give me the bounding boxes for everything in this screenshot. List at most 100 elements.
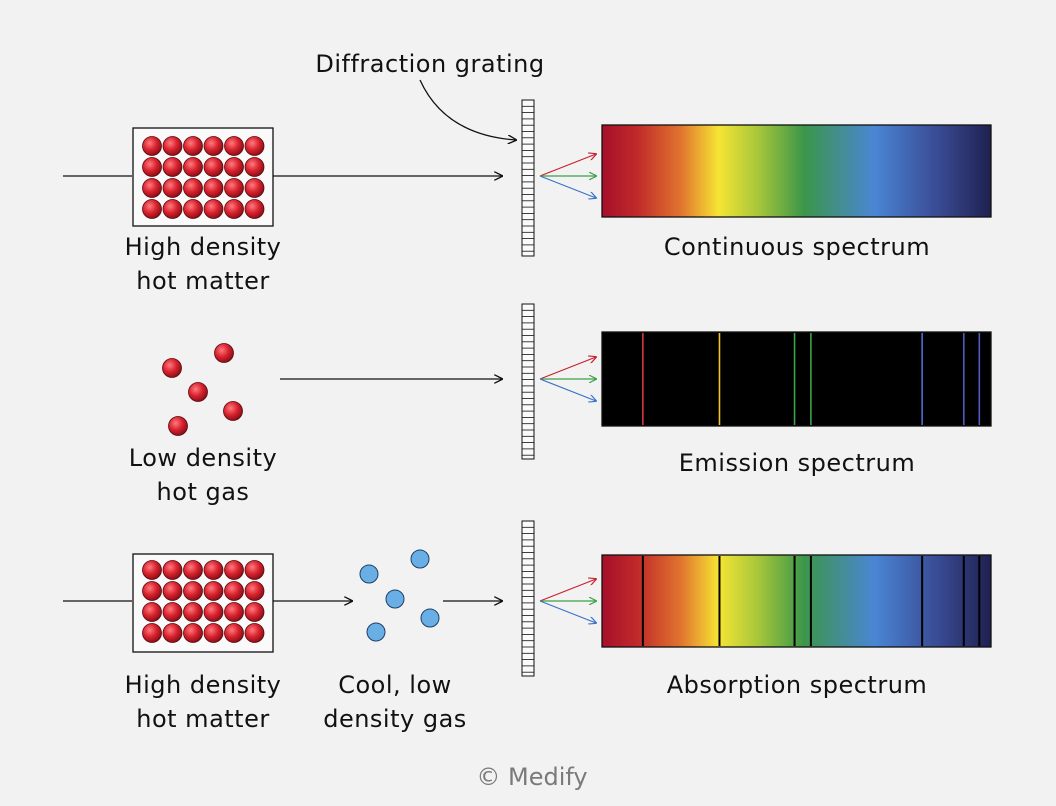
diffraction-grating [521, 303, 535, 460]
hot-particle [244, 581, 265, 601]
spectrum-label: Continuous spectrum [664, 233, 930, 261]
source-label-line1: Low density [129, 444, 277, 472]
source-label-line2: hot gas [157, 478, 250, 506]
dispersed-rays [539, 579, 596, 623]
hot-particle [224, 136, 244, 156]
red-ray [539, 357, 596, 380]
hot-particle [244, 602, 265, 622]
hot-particle [203, 178, 224, 198]
absorption-spectrum-bar [601, 554, 992, 648]
hot-particle [203, 623, 224, 643]
hot-particle [142, 199, 162, 219]
hot-particle [162, 581, 183, 601]
dispersed-rays [539, 154, 596, 198]
hot-particle [183, 136, 203, 156]
hot-gas-particle [188, 382, 208, 402]
continuous-spectrum-bar [601, 124, 992, 218]
hot-particle [142, 157, 162, 177]
grating-frame [521, 520, 535, 677]
hot-particle [142, 136, 162, 156]
hot-particle [224, 602, 244, 622]
hot-particle [183, 157, 203, 177]
hot-gas-particle [214, 343, 234, 363]
dispersed-rays [539, 357, 596, 401]
hot-particle [142, 560, 162, 580]
hot-particle [183, 602, 203, 622]
hot-particles [142, 560, 265, 643]
hot-particles [142, 136, 265, 219]
row-absorption: High density hot matter Cool, low densit… [63, 520, 992, 733]
hot-particle [183, 178, 203, 198]
cool-gas-particles [359, 549, 440, 642]
hot-particle [142, 178, 162, 198]
blue-ray [539, 175, 596, 198]
source-label-line1: High density [125, 671, 282, 699]
cool-gas-particle [366, 622, 386, 642]
hot-particle [183, 581, 203, 601]
hot-particle [244, 157, 265, 177]
cool-gas-particle [385, 589, 405, 609]
hot-particle [162, 560, 183, 580]
hot-gas-particle [223, 401, 243, 421]
hot-particle [224, 199, 244, 219]
hot-particle [162, 602, 183, 622]
cool-gas-particle [410, 549, 430, 569]
hot-particle [224, 178, 244, 198]
emission-spectrum-bar [601, 331, 992, 427]
hot-particle [183, 560, 203, 580]
gas-label-line2: density gas [323, 705, 467, 733]
hot-particle [244, 560, 265, 580]
grating-frame [521, 303, 535, 460]
grating-pointer-arrow [419, 79, 516, 140]
diffraction-grating [521, 520, 535, 677]
absorption-lines [641, 556, 981, 646]
hot-particle [162, 157, 183, 177]
hot-particle [203, 602, 224, 622]
red-ray [539, 154, 596, 177]
spectrum-label: Emission spectrum [679, 449, 915, 477]
source-label-line2: hot matter [136, 705, 269, 733]
hot-gas-particle [168, 416, 188, 436]
hot-particle [203, 560, 224, 580]
hot-particle [162, 623, 183, 643]
hot-particle [203, 581, 224, 601]
spectrum-label: Absorption spectrum [667, 671, 928, 699]
credit-text: © Medify [476, 763, 587, 791]
source-label-line1: High density [125, 233, 282, 261]
hot-particle [142, 602, 162, 622]
hot-particle [203, 199, 224, 219]
hot-particle [183, 199, 203, 219]
blue-ray [539, 378, 596, 401]
hot-particle [162, 136, 183, 156]
grating-frame [521, 99, 535, 257]
source-label-line2: hot matter [136, 267, 269, 295]
hot-particle [203, 136, 224, 156]
hot-particle [224, 623, 244, 643]
row-emission: Low density hot gas Emission spectrum [129, 303, 992, 506]
hot-particle [224, 157, 244, 177]
diffraction-grating [521, 99, 535, 257]
row-continuous: High density hot matter Continuous spect… [63, 99, 992, 295]
hot-gas-particle [162, 358, 182, 378]
cool-gas-particle [359, 564, 379, 584]
blue-ray [539, 600, 596, 623]
hot-particle [162, 199, 183, 219]
hot-particle [244, 136, 265, 156]
hot-particle [162, 178, 183, 198]
hot-particle [244, 623, 265, 643]
hot-particle [244, 178, 265, 198]
hot-particle [183, 623, 203, 643]
hot-particle [244, 199, 265, 219]
hot-gas-particles [162, 343, 243, 436]
hot-particle [224, 560, 244, 580]
hot-particle [224, 581, 244, 601]
emission-lines [642, 333, 981, 425]
hot-particle [203, 157, 224, 177]
grating-label: Diffraction grating [315, 50, 544, 78]
gas-label-line1: Cool, low [338, 671, 452, 699]
cool-gas-particle [420, 608, 440, 628]
hot-particle [142, 581, 162, 601]
red-ray [539, 579, 596, 602]
